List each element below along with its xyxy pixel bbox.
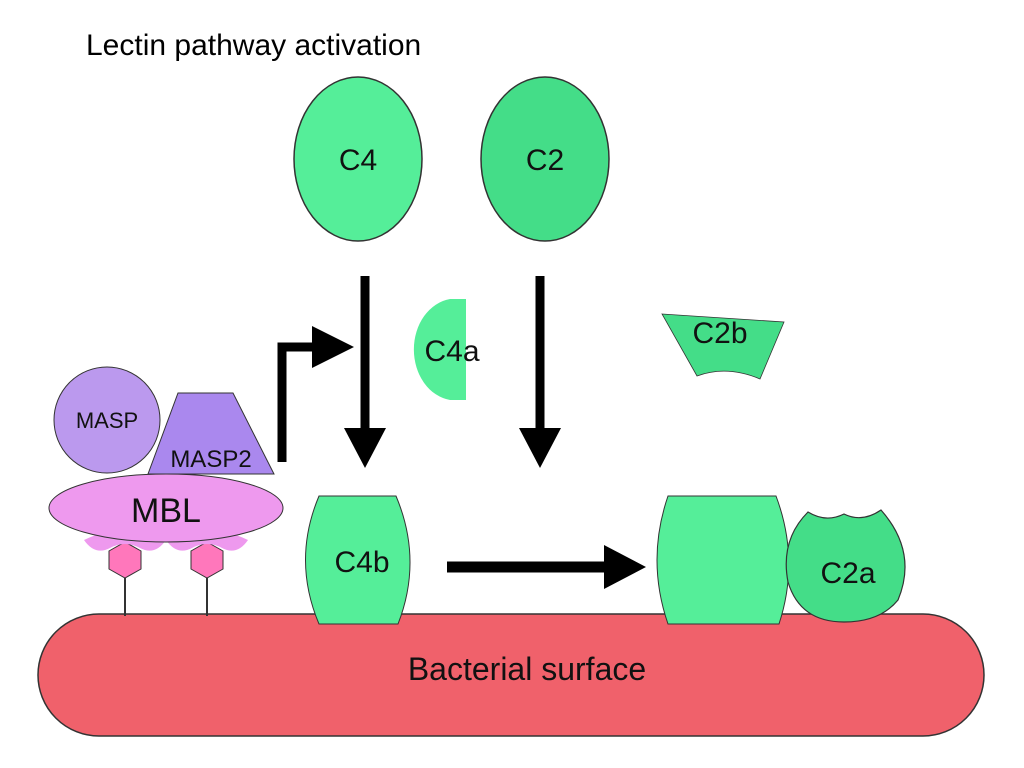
c2-down-arrowhead bbox=[519, 428, 561, 468]
c4b-to-complex-arrowhead bbox=[604, 545, 646, 589]
c4b-label: C4b bbox=[334, 546, 389, 579]
c4-down-arrowhead bbox=[344, 428, 386, 468]
c2a-fragment bbox=[785, 509, 906, 623]
masp2-molecule bbox=[147, 392, 275, 475]
masp-molecule bbox=[53, 366, 161, 474]
c2b-fragment bbox=[661, 313, 785, 380]
c4a-label: C4a bbox=[424, 335, 479, 368]
masp2-label: MASP2 bbox=[170, 446, 251, 473]
sugar-hexagon-left bbox=[108, 541, 142, 579]
sugar-hexagon-right bbox=[190, 541, 224, 579]
c2-molecule bbox=[480, 76, 610, 242]
bacterial-surface-label: Bacterial surface bbox=[408, 651, 646, 687]
bacterial-surface bbox=[37, 613, 985, 737]
masp-label: MASP bbox=[76, 408, 138, 433]
c4-molecule bbox=[293, 76, 423, 242]
complex-c4b-fragment bbox=[656, 495, 790, 625]
masp-activation-arrow bbox=[277, 342, 318, 462]
c2b-label: C2b bbox=[692, 317, 747, 350]
c2-label: C2 bbox=[526, 144, 564, 177]
diagram-title: Lectin pathway activation bbox=[86, 29, 421, 62]
mbl-label: MBL bbox=[131, 492, 201, 530]
c4b-fragment bbox=[305, 495, 411, 625]
masp-activation-arrowhead bbox=[312, 326, 354, 368]
c4a-fragment bbox=[413, 299, 466, 400]
c4-label: C4 bbox=[339, 144, 377, 177]
c2a-label: C2a bbox=[820, 557, 875, 590]
